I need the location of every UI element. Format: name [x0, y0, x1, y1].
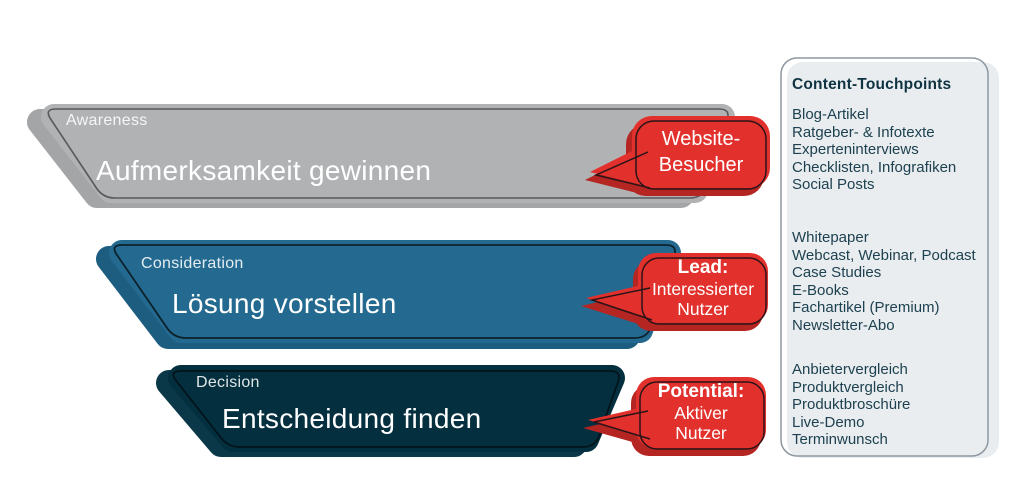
- touchpoint-group-consideration: Whitepaper Webcast, Webinar, Podcast Cas…: [792, 229, 992, 334]
- touchpoint-group-decision: Anbietervergleich Produktvergleich Produ…: [792, 361, 992, 449]
- bubble-2-line-3: Nutzer: [677, 298, 729, 319]
- touchpoint-item: Anbietervergleich: [792, 361, 908, 378]
- stage-awareness-outline: [47, 108, 729, 199]
- stage-consideration-phase: Consideration: [141, 255, 244, 272]
- touchpoint-item: Newsletter-Abo: [792, 316, 895, 334]
- bubble-1-outline: [635, 120, 767, 190]
- bubble-potential: Potential: Aktiver Nutzer: [636, 377, 766, 448]
- bubble-3-tail-outline: [593, 410, 651, 440]
- bubble-lead: Lead: Interessierter Nutzer: [638, 253, 768, 323]
- bubble-1-line-2: Besucher: [658, 154, 744, 176]
- stage-awareness-label: Aufmerksamkeit gewinnen: [96, 155, 432, 186]
- stage-decision-shape: [168, 365, 625, 452]
- touchpoint-item: Checklisten, Infografiken: [792, 158, 957, 176]
- touchpoint-item: Whitepaper: [792, 229, 869, 246]
- stage-decision-phase: Decision: [196, 374, 260, 391]
- stage-consideration-outline: [113, 244, 676, 339]
- touchpoint-item: Live-Demo: [792, 413, 865, 431]
- touchpoint-group-awareness: Blog-Artikel Ratgeber- & Infotexte Exper…: [792, 106, 992, 194]
- touchpoint-item: Webcast, Webinar, Podcast: [792, 246, 976, 264]
- touchpoint-item: Experteninterviews: [792, 141, 919, 158]
- bubble-3-line-1: Potential:: [657, 381, 745, 403]
- touchpoint-item: Blog-Artikel: [792, 106, 869, 123]
- touchpoint-item: E-Books: [792, 281, 849, 299]
- touchpoint-item: Ratgeber- & Infotexte: [792, 123, 935, 141]
- stage-decision-outline: [172, 370, 620, 448]
- touchpoints-title: Content-Touchpoints: [792, 76, 952, 93]
- bubble-2-tail-outline: [589, 287, 653, 321]
- stage-consideration-shape: [109, 240, 681, 343]
- bubble-website-besucher: Website- Besucher: [632, 116, 770, 188]
- bubble-2-outline: [641, 257, 767, 325]
- bubble-3-outline: [639, 381, 765, 450]
- bubble-1-body: [632, 116, 770, 188]
- bubble-2-tail: [586, 284, 650, 318]
- touchpoint-item: Case Studies: [792, 264, 882, 281]
- touchpoints-panel-bg: [787, 62, 999, 458]
- bubble-1-tail-outline: [593, 151, 651, 189]
- stage-decision-label: Entscheidung finden: [222, 403, 482, 434]
- bubble-2-line-2: Interessierter: [651, 278, 755, 299]
- bubble-1-line-1: Website-: [661, 128, 741, 150]
- touchpoint-item: Produktvergleich: [792, 378, 904, 396]
- touchpoint-item: Fachartikel (Premium): [792, 299, 940, 316]
- stage-consideration-label: Lösung vorstellen: [172, 288, 397, 319]
- bubble-2-body: [638, 253, 768, 323]
- touchpoint-item: Produktbroschüre: [792, 396, 911, 413]
- touchpoint-item: Social Posts: [792, 176, 875, 193]
- touchpoints-panel-outline: [780, 57, 989, 457]
- bubble-2-line-1: Lead:: [677, 256, 729, 278]
- bubble-3-line-2: Aktiver: [674, 403, 728, 424]
- bubble-3-line-3: Nutzer: [675, 423, 727, 444]
- touchpoint-item: Terminwunsch: [792, 431, 888, 448]
- stage-awareness-phase: Awareness: [66, 112, 148, 129]
- bubble-3-body: [636, 377, 766, 448]
